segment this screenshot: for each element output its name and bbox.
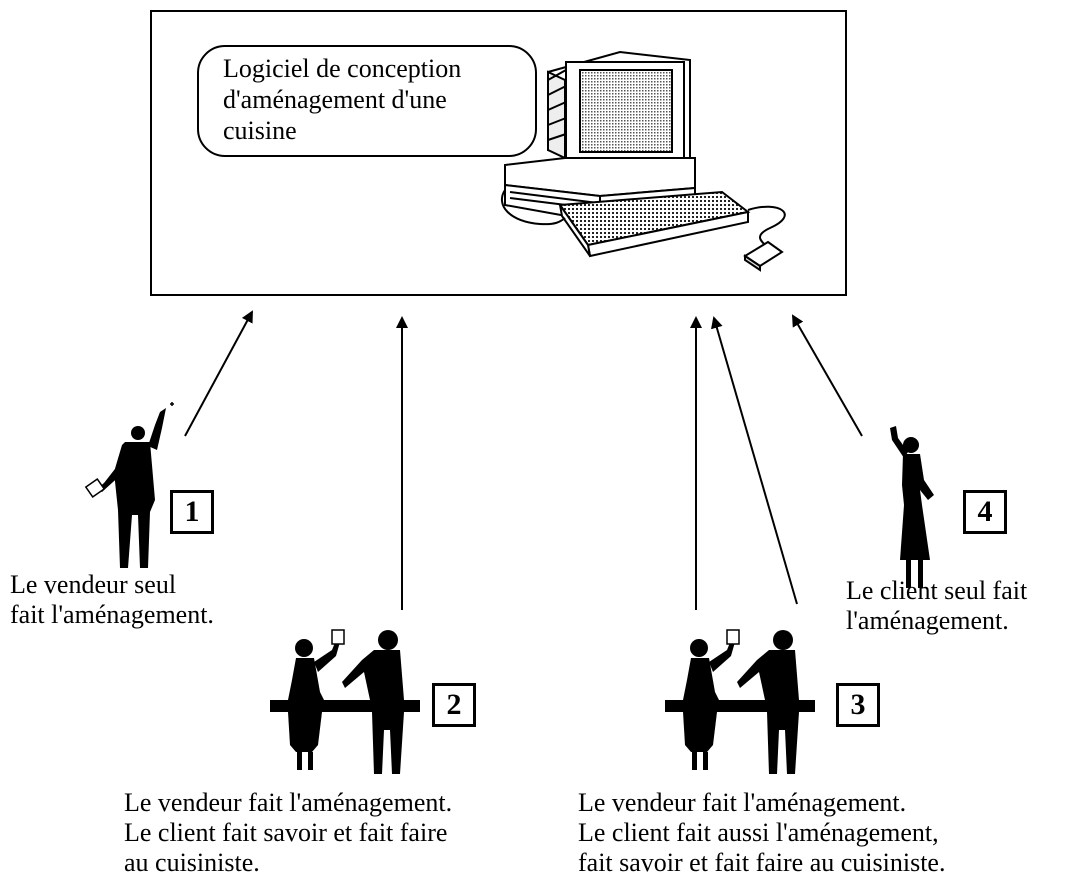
scenario-1-caption-line-1: Le vendeur seul <box>10 570 177 599</box>
vendor-client-figures-2 <box>270 629 420 774</box>
scenario-4-caption-line-2: l'aménagement. <box>846 606 1009 635</box>
scenario-1-caption-line-2: fait l'aménagement. <box>10 600 214 629</box>
scenario-4-caption-line-1: Le client seul fait <box>846 576 1028 605</box>
scenario-3-caption-line-1: Le vendeur fait l'aménagement. <box>578 788 907 817</box>
scenario-4-badge: 4 <box>963 490 1007 534</box>
scenario-1-caption: Le vendeur seul fait l'aménagement. <box>10 570 214 630</box>
software-box <box>150 10 847 296</box>
software-label-line-1: Logiciel de conception <box>223 54 462 83</box>
scenario-4-caption: Le client seul fait l'aménagement. <box>846 576 1027 636</box>
scenario-2-badge: 2 <box>432 683 476 727</box>
software-label-bubble: Logiciel de conception d'aménagement d'u… <box>197 45 537 157</box>
scenario-2-caption-line-2: Le client fait savoir et fait faire <box>124 818 448 847</box>
software-label-line-2: d'aménagement d'une <box>223 85 447 114</box>
scenario-2-caption-line-1: Le vendeur fait l'aménagement. <box>124 788 453 817</box>
computer-icon <box>500 50 786 272</box>
vendor-figure-1 <box>84 402 174 568</box>
mouse-icon <box>743 240 784 272</box>
scenario-1-badge: 1 <box>170 490 214 534</box>
arrow-4 <box>792 314 863 437</box>
scenario-2-caption-line-3: au cuisiniste. <box>124 848 260 877</box>
scenario-3-caption: Le vendeur fait l'aménagement. Le client… <box>578 788 945 878</box>
arrow-3b <box>711 316 798 605</box>
scenario-3-caption-line-3: fait savoir et fait faire au cuisiniste. <box>578 848 946 877</box>
monitor-icon <box>547 50 691 174</box>
scenario-3-badge: 3 <box>836 683 880 727</box>
arrow-1 <box>184 310 253 437</box>
scenario-3-caption-line-2: Le client fait aussi l'aménagement, <box>578 818 939 847</box>
keyboard-icon <box>558 190 751 258</box>
vendor-client-figures-3 <box>665 629 815 774</box>
software-label-line-3: cuisine <box>223 116 297 145</box>
scenario-2-caption: Le vendeur fait l'aménagement. Le client… <box>124 788 452 878</box>
client-figure-4 <box>890 426 934 588</box>
